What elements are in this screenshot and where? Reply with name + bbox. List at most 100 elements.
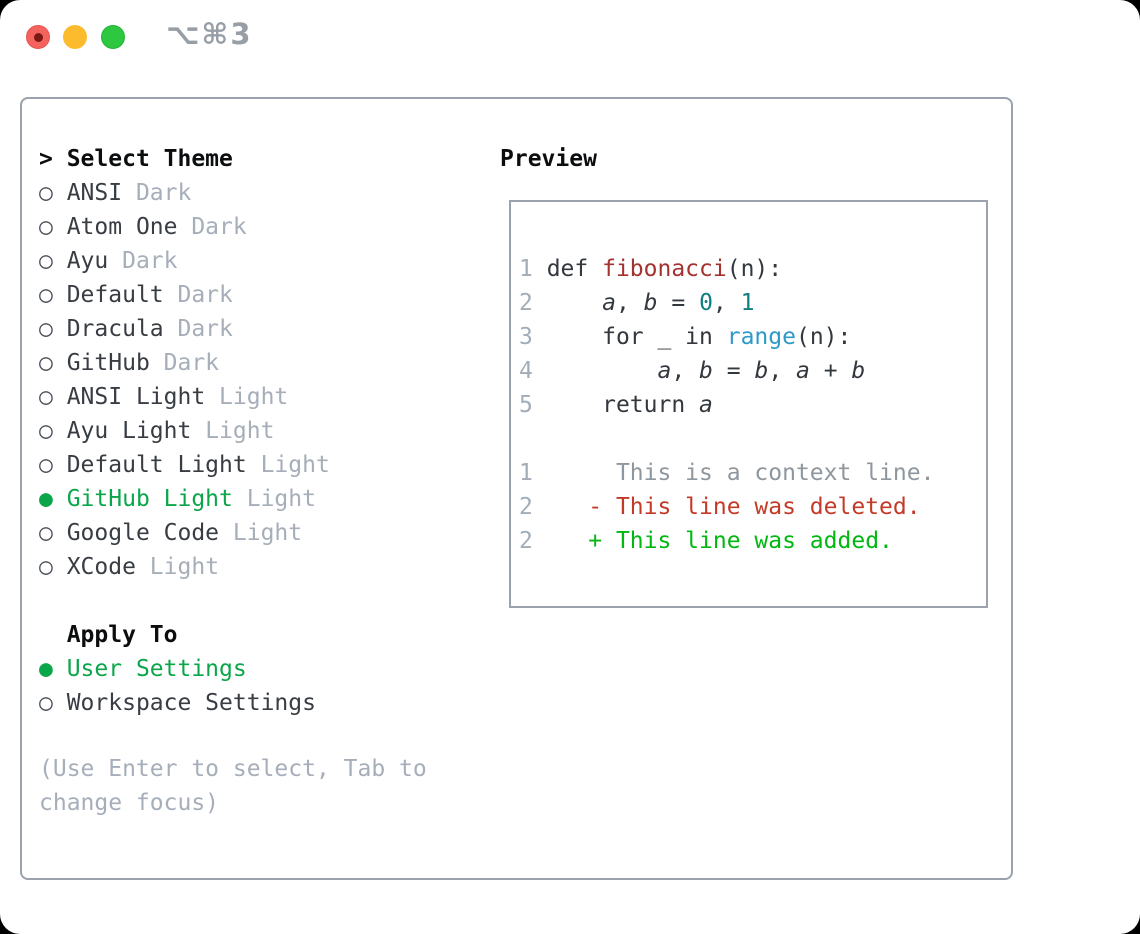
theme-option-default-light-light[interactable]: ○ Default Light Light [39,448,330,482]
theme-option-google-code-light[interactable]: ○ Google Code Light [39,516,330,550]
token: , [615,290,644,316]
token: + [809,358,852,384]
apply-to-header: Apply To [39,618,330,652]
token: b [699,358,713,384]
token: for _ in [546,324,727,350]
radio-selected-icon: ● [39,486,53,512]
theme-option-github-dark[interactable]: ○ GitHub Dark [39,346,330,380]
apply-to-header-label: Apply To [39,622,178,648]
theme-variant: Dark [163,316,233,342]
radio-icon: ○ [39,350,53,376]
minimize-button[interactable] [63,25,87,49]
radio-icon: ○ [39,214,53,240]
line-number: 5 [519,392,547,418]
line-number: 2 [519,494,547,520]
focus-marker-icon: > [39,146,67,172]
token: b [851,358,866,384]
token: = [712,358,755,384]
theme-name: Ayu Light [52,418,192,444]
theme-option-xcode-light[interactable]: ○ XCode Light [39,550,330,584]
theme-list: > Select Theme○ ANSI Dark○ Atom One Dark… [39,142,330,720]
token: = [657,290,700,316]
theme-option-ayu-light-light[interactable]: ○ Ayu Light Light [39,414,330,448]
theme-variant: Dark [122,180,192,206]
theme-variant: Dark [149,350,220,376]
theme-name: Dracula [52,316,164,342]
line-number: 1 [519,460,547,486]
theme-picker-panel: > Select Theme○ ANSI Dark○ Atom One Dark… [20,97,1013,880]
apply-option-workspace-settings[interactable]: ○ Workspace Settings [39,686,330,720]
window-title: ⌥⌘3 [166,17,253,51]
close-dot-icon [34,33,43,42]
code-line: 4 a, b = b, a + b [519,354,934,388]
token: b [643,290,658,316]
token: return [546,392,700,418]
radio-icon: ○ [39,248,53,274]
token: This is a context line. [546,460,935,486]
theme-variant: Dark [163,282,233,308]
theme-option-default-dark[interactable]: ○ Default Dark [39,278,330,312]
token: + This line was added. [546,528,893,554]
theme-name: ANSI Light [52,384,206,410]
theme-option-atom-one-dark[interactable]: ○ Atom One Dark [39,210,330,244]
radio-icon: ○ [39,554,53,580]
theme-option-ayu-dark[interactable]: ○ Ayu Dark [39,244,330,278]
radio-icon: ○ [39,690,53,716]
theme-name: XCode [52,554,136,580]
spacer [39,584,330,618]
theme-name: Default Light [52,452,247,478]
radio-icon: ○ [39,520,53,546]
theme-variant: Light [135,554,220,580]
theme-select-header-label: Select Theme [66,146,233,172]
theme-name: Ayu [52,248,109,274]
line-number: 4 [519,358,547,384]
zoom-button[interactable] [101,25,125,49]
theme-option-github-light-light[interactable]: ● GitHub Light Light [39,482,330,516]
token: 0 [699,290,713,316]
apply-option-label: Workspace Settings [52,690,316,716]
token: a [796,358,810,384]
radio-icon: ○ [39,180,53,206]
deleted-line: 2 - This line was deleted. [519,490,934,524]
preview-title: Preview [500,146,597,172]
theme-variant: Light [205,384,289,410]
theme-variant: Light [191,418,275,444]
blank-line [519,422,934,456]
line-number: 2 [519,290,547,316]
theme-variant: Dark [177,214,247,240]
theme-name: GitHub Light [52,486,233,512]
theme-name: ANSI [52,180,123,206]
token: (n): [726,256,783,282]
help-text: (Use Enter to select, Tab to change focu… [39,756,427,816]
theme-option-ansi-light-light[interactable]: ○ ANSI Light Light [39,380,330,414]
theme-name: Atom One [52,214,178,240]
code-line: 1 def fibonacci(n): [519,252,934,286]
token: a [699,392,713,418]
code-line: 2 a, b = 0, 1 [519,286,934,320]
token: - This line was deleted. [546,494,921,520]
token: (n): [795,324,852,350]
theme-name: GitHub [52,350,150,376]
radio-icon: ○ [39,452,53,478]
apply-option-user-settings[interactable]: ● User Settings [39,652,330,686]
token [547,358,658,384]
close-button[interactable] [26,25,50,49]
theme-variant: Light [219,520,303,546]
radio-icon: ○ [39,282,53,308]
radio-icon: ○ [39,418,53,444]
token: b [754,358,769,384]
token [547,290,602,316]
theme-name: Default [52,282,164,308]
theme-option-dracula-dark[interactable]: ○ Dracula Dark [39,312,330,346]
radio-icon: ○ [39,384,53,410]
token: , [712,290,741,316]
code-line: 5 return a [519,388,934,422]
token: , [671,358,700,384]
context-line: 1 This is a context line. [519,456,934,490]
token: a [657,358,672,384]
theme-option-ansi-dark[interactable]: ○ ANSI Dark [39,176,330,210]
token: 1 [740,290,755,316]
theme-variant: Light [246,452,330,478]
